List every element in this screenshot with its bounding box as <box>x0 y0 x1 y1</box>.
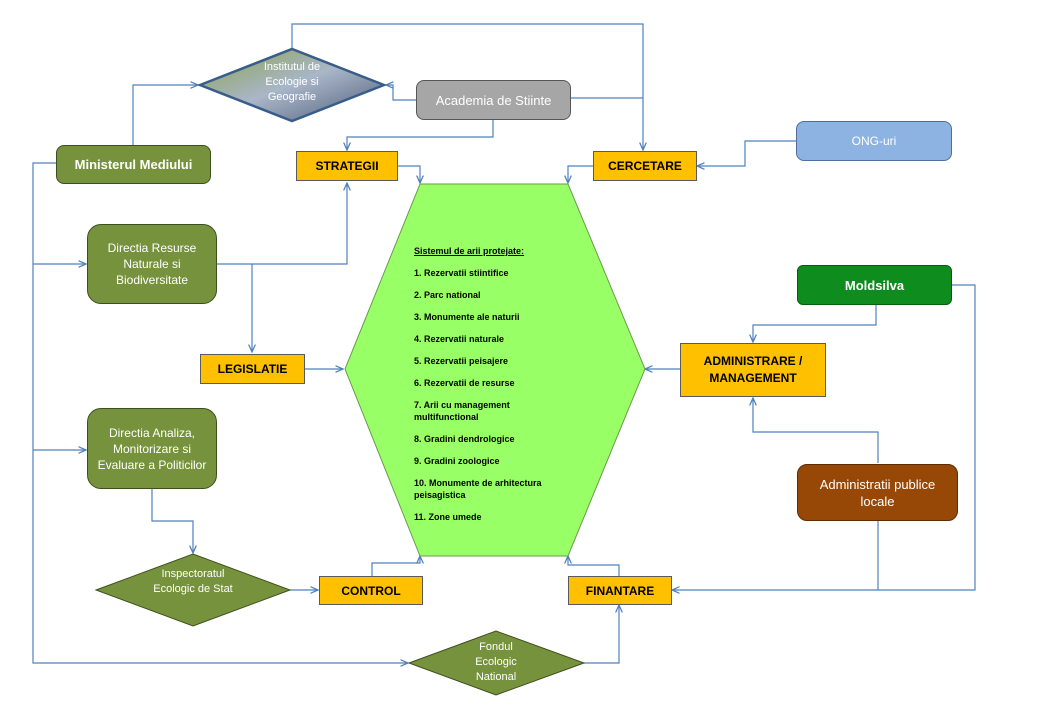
protected-areas-title: Sistemul de arii protejate: <box>414 246 525 256</box>
academy-box: Academia de Stiinte <box>416 80 571 120</box>
fund-diamond <box>407 630 586 696</box>
list-item: 9. Gradini zoologice <box>414 456 500 466</box>
list-item: 10. Monumente de arhitectura peisagistic… <box>414 478 542 500</box>
inspectorate-label: Inspectoratul Ecologic de Stat <box>153 568 233 595</box>
list-item: 5. Rezervatii peisajere <box>414 356 509 366</box>
strategy-box: STRATEGII <box>296 151 398 181</box>
directorate-resources-box: Directia Resurse Naturale si Biodiversit… <box>87 224 217 304</box>
connectors <box>32 23 976 663</box>
protected-areas-hexagon <box>344 183 646 557</box>
financing-box: FINANTARE <box>568 576 672 605</box>
inspectorate-diamond <box>94 553 292 627</box>
administration-box: ADMINISTRARE / MANAGEMENT <box>680 343 826 397</box>
control-box: CONTROL <box>319 576 423 605</box>
ngo-box: ONG-uri <box>796 121 952 161</box>
institute-label: Institutul de Ecologie si Geografie <box>263 61 321 103</box>
protected-areas-list: Sistemul de arii protejate: 1. Rezervati… <box>414 246 574 533</box>
local-admin-box: Administratii publice locale <box>797 464 958 521</box>
ministry-box: Ministerul Mediului <box>56 145 211 184</box>
list-item: 11. Zone umede <box>414 512 482 522</box>
list-item: 1. Rezervatii stiintifice <box>414 268 509 278</box>
legislation-box: LEGISLATIE <box>200 354 305 384</box>
list-item: 7. Arii cu management multifunctional <box>414 400 510 422</box>
fund-label: Fondul Ecologic National <box>475 641 517 683</box>
list-item: 8. Gradini dendrologice <box>414 434 515 444</box>
institute-diamond <box>196 47 388 123</box>
list-item: 4. Rezervatii naturale <box>414 334 505 344</box>
research-box: CERCETARE <box>593 151 697 181</box>
list-item: 6. Rezervatii de resurse <box>414 378 515 388</box>
list-item: 2. Parc national <box>414 290 481 300</box>
list-item: 3. Monumente ale naturii <box>414 312 520 322</box>
moldsilva-box: Moldsilva <box>797 265 952 305</box>
directorate-analysis-box: Directia Analiza, Monitorizare si Evalua… <box>87 408 217 489</box>
